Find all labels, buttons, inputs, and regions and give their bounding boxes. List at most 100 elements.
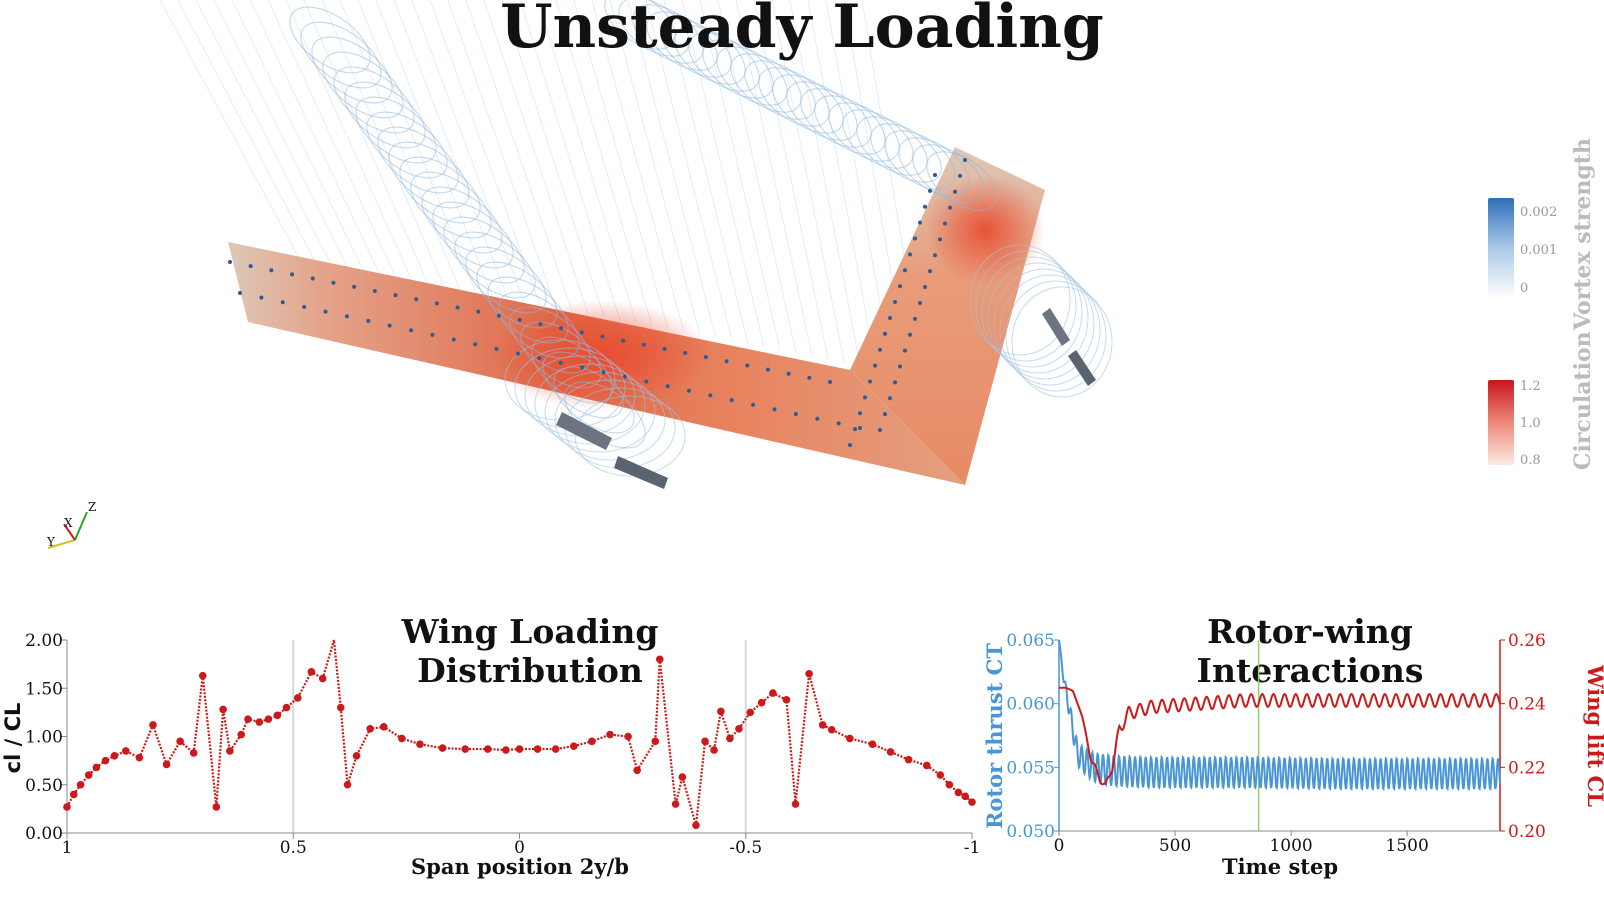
- y-tick-label: 2.00: [25, 631, 63, 651]
- data-point: [868, 740, 877, 749]
- y-axis-label: cl / CL: [1, 703, 25, 774]
- x-tick-label: 1: [62, 838, 73, 858]
- x-tick-label: 500: [1159, 836, 1191, 856]
- data-point: [149, 721, 157, 729]
- data-point: [122, 747, 130, 755]
- data-point: [336, 703, 345, 712]
- x-tick-label: -1: [964, 838, 981, 858]
- axis-y-label: Y: [46, 535, 56, 549]
- vortex-strength-legend: 0.002 0.001 0 Vortex strength: [1488, 138, 1598, 338]
- y-tick-label: 0.055: [1006, 758, 1055, 778]
- x-tick-label: -0.5: [729, 838, 762, 858]
- circulation-legend: 1.2 1.0 0.8 Circulation: [1488, 331, 1598, 470]
- data-point: [954, 788, 963, 797]
- data-point: [84, 771, 93, 779]
- data-point: [746, 708, 755, 717]
- data-point: [255, 718, 264, 726]
- y2-tick-label: 0.24: [1508, 695, 1546, 715]
- series-line: [66, 639, 973, 826]
- chart-grid: [292, 640, 747, 833]
- rotor-wake-rings: [289, 0, 1113, 477]
- data-point: [769, 689, 777, 697]
- vortex-legend-title: Vortex strength: [1570, 138, 1596, 330]
- y-tick-label: 0.060: [1006, 695, 1055, 715]
- legend-tick: 0: [1520, 281, 1529, 296]
- x-tick-label: 0: [1054, 836, 1065, 856]
- data-point: [343, 780, 352, 789]
- x-axis-label: Span position 2y/b: [411, 854, 629, 879]
- axis-z-label: Z: [88, 500, 96, 514]
- legend-tick: 0.002: [1520, 205, 1558, 220]
- data-point: [818, 721, 827, 729]
- y-axis-left-label: Rotor thrust CT: [982, 643, 1007, 829]
- data-point: [282, 703, 291, 712]
- data-point: [366, 724, 374, 733]
- series-line: [1058, 639, 1501, 792]
- data-point: [827, 725, 836, 734]
- data-point: [438, 744, 447, 752]
- data-point: [264, 715, 273, 723]
- data-point: [502, 746, 510, 754]
- data-point: [886, 748, 895, 756]
- wing-loading-chart-title: Wing Loading Distribution: [401, 612, 659, 690]
- data-point: [416, 740, 424, 749]
- data-point: [110, 752, 119, 760]
- data-point: [710, 746, 718, 754]
- data-point: [273, 711, 282, 720]
- data-point: [633, 766, 641, 775]
- data-point: [101, 756, 110, 765]
- y2-tick-label: 0.20: [1508, 822, 1546, 842]
- data-point: [791, 800, 800, 808]
- circulation-hotspot: [925, 175, 1045, 285]
- chart-series: [63, 639, 976, 830]
- data-point: [651, 737, 660, 746]
- rotor-right: [1042, 308, 1096, 386]
- data-point: [570, 742, 578, 750]
- data-point: [692, 821, 700, 830]
- data-point: [533, 745, 542, 753]
- series-line: [1059, 686, 1501, 786]
- data-point: [76, 780, 85, 789]
- axes-triad: Z Y X: [46, 500, 96, 549]
- data-point: [846, 734, 854, 743]
- axis-x-label: X: [64, 516, 73, 530]
- x-tick-label: 0.5: [280, 838, 307, 858]
- data-point: [782, 696, 791, 704]
- circulation-hotspot: [490, 300, 710, 410]
- data-point: [961, 792, 970, 801]
- rotor-wing-chart-title: Rotor-wing Interactions: [1196, 612, 1424, 690]
- data-point: [588, 737, 596, 746]
- page-title: Unsteady Loading: [500, 0, 1104, 62]
- data-point: [176, 737, 184, 746]
- y-tick-label: 0.050: [1006, 822, 1055, 842]
- data-point: [162, 760, 171, 769]
- data-point: [606, 730, 614, 739]
- chart-series: [1058, 639, 1501, 792]
- data-point: [198, 671, 207, 680]
- y-tick-label: 0.065: [1006, 631, 1055, 651]
- data-point: [945, 780, 954, 789]
- y-tick-label: 0.00: [25, 824, 63, 844]
- data-point: [655, 655, 664, 664]
- x-tick-label: 1000: [1269, 836, 1312, 856]
- legend-tick: 0.001: [1520, 243, 1558, 258]
- vortex-particles: [228, 158, 967, 447]
- data-point: [678, 773, 687, 781]
- data-point: [189, 749, 198, 757]
- y-axis-right-label: Wing lift CL: [1583, 664, 1604, 807]
- data-point: [701, 737, 709, 746]
- data-point: [307, 668, 316, 676]
- data-point: [515, 745, 524, 753]
- x-axis-label: Time step: [1222, 854, 1338, 879]
- data-point: [624, 732, 632, 741]
- legend-tick: 1.2: [1520, 379, 1541, 394]
- x-tick-label: 1500: [1386, 836, 1429, 856]
- data-point: [671, 800, 680, 808]
- data-point: [726, 734, 734, 743]
- y-tick-label: 1.00: [25, 728, 63, 748]
- data-point: [226, 747, 234, 755]
- data-point: [461, 745, 470, 753]
